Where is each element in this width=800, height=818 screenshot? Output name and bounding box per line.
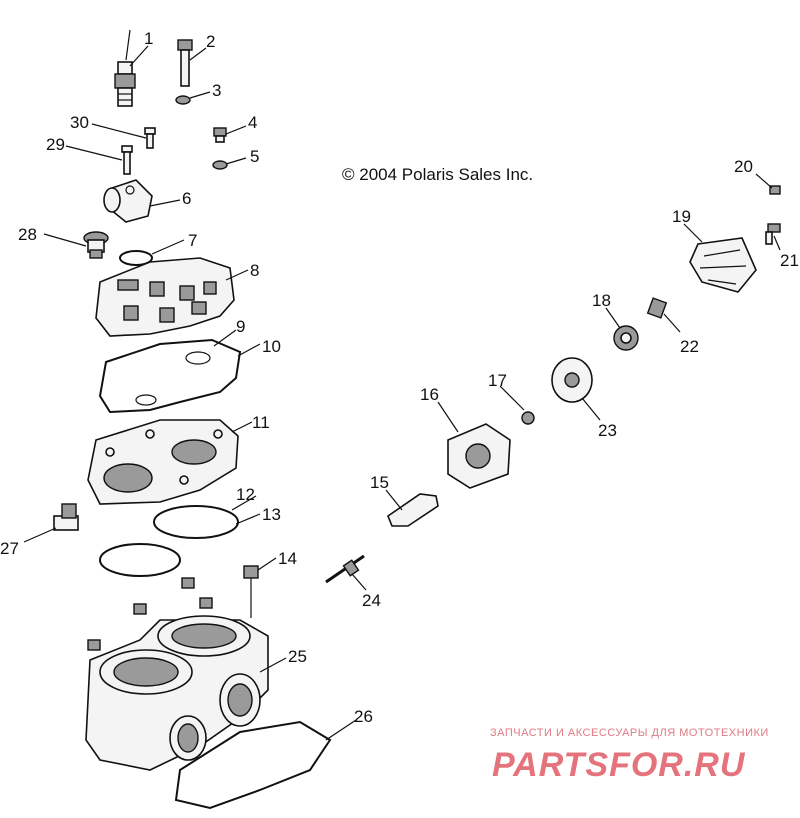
part-16-pump-cover [447, 423, 511, 489]
watermark-tagline: ЗАПЧАСТИ И АКСЕССУАРЫ ДЛЯ МОТОТЕХНИКИ [490, 727, 769, 739]
callout-17: 17 [488, 371, 507, 390]
part-24-shaft [325, 554, 365, 584]
part-15-gasket [387, 493, 439, 527]
part-22-spring [646, 297, 668, 319]
part-6-thermostat-housing [103, 179, 153, 223]
watermark-logo: PARTSFOR.RU [492, 746, 746, 784]
part-5-washer [212, 160, 228, 170]
part-4-screw [213, 127, 227, 143]
callout-29: 29 [46, 135, 65, 154]
part-29-pin [121, 145, 133, 175]
part-25-cylinder-block [85, 615, 269, 771]
callout-2: 2 [206, 32, 215, 51]
part-2-bolt [177, 39, 193, 87]
part-27-elbow-fitting [53, 503, 79, 531]
callout-16: 16 [420, 385, 439, 404]
callout-1: 1 [144, 29, 153, 48]
callout-labels: 1 2 3 4 5 6 7 8 9 10 11 12 13 14 15 16 1… [0, 29, 799, 726]
callout-11: 11 [252, 413, 270, 432]
callout-15: 15 [370, 473, 389, 492]
part-26-base-gasket [174, 720, 332, 810]
callout-25: 25 [288, 647, 307, 666]
part-28-thermostat [83, 231, 109, 259]
part-23-impeller [551, 357, 593, 403]
callout-9: 9 [236, 317, 245, 336]
callout-26: 26 [354, 707, 373, 726]
callout-12: 12 [236, 485, 255, 504]
callout-24: 24 [362, 591, 381, 610]
callout-5: 5 [250, 147, 259, 166]
callout-22: 22 [680, 337, 699, 356]
callout-6: 6 [182, 189, 191, 208]
part-1-sensor [114, 29, 136, 107]
part-11-cylinder-head [87, 419, 239, 505]
part-19-pump-housing [689, 237, 757, 293]
callout-13: 13 [262, 505, 281, 524]
part-12-gasket [153, 505, 239, 539]
part-9-10-gasket [98, 338, 242, 414]
callout-7: 7 [188, 231, 197, 250]
callout-20: 20 [734, 157, 753, 176]
leader-lines [23, 45, 781, 741]
part-14-bolts [87, 565, 259, 651]
part-30-pin [144, 127, 156, 149]
callout-10: 10 [262, 337, 281, 356]
callout-30: 30 [70, 113, 89, 132]
part-18-seal [613, 325, 639, 351]
callout-14: 14 [278, 549, 297, 568]
part-7-o-ring [119, 250, 153, 266]
callout-27: 27 [0, 539, 19, 558]
callout-18: 18 [592, 291, 611, 310]
callout-19: 19 [672, 207, 691, 226]
callout-8: 8 [250, 261, 259, 280]
part-21-screw [765, 223, 781, 245]
callout-23: 23 [598, 421, 617, 440]
callout-21: 21 [780, 251, 799, 270]
part-8-head-cover [95, 257, 235, 337]
part-3-washer [175, 95, 191, 105]
part-13-gasket [99, 543, 181, 577]
callout-4: 4 [248, 113, 257, 132]
part-17-nut [521, 411, 535, 425]
part-20-screw [769, 185, 781, 195]
callout-3: 3 [212, 81, 221, 100]
copyright-text: © 2004 Polaris Sales Inc. [342, 165, 533, 184]
callout-28: 28 [18, 225, 37, 244]
